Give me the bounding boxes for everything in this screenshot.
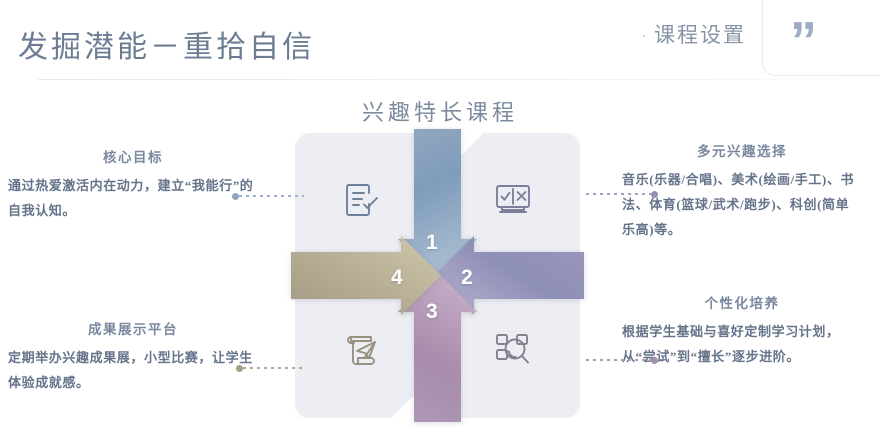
bullet-icon: ·	[641, 28, 648, 43]
block-body: 根据学生基础与喜好定制学习计划，从“尝试”到“擅长”逐步进阶。	[622, 324, 840, 364]
segment-number-3: 3	[426, 300, 438, 323]
header-subtitle-label: 课程设置	[654, 23, 746, 47]
header-subtitle: · 课程设置	[642, 19, 746, 49]
scroll-paper-plane-icon	[340, 329, 384, 373]
block-body: 通过热爱激活内在动力，建立“我能行”的自我认知。	[8, 178, 254, 218]
segment-number-4: 4	[391, 266, 403, 289]
connector-dot	[232, 192, 239, 200]
document-checklist-icon	[340, 178, 384, 222]
block-body: 音乐(乐器/合唱)、美术(绘画/手工)、书法、体育(篮球/武术/跑步)、科创(简…	[622, 172, 855, 237]
block-heading: 成果展示平台	[88, 322, 178, 337]
text-block-showcase-platform: 成果展示平台 定期举办兴趣成果展，小型比赛，让学生体验成就感。	[8, 318, 258, 395]
blocks-magnifier-icon	[491, 329, 535, 373]
connector-dot	[236, 364, 243, 372]
segment-number-2: 2	[461, 266, 473, 289]
header-divider	[38, 79, 880, 80]
connector-bottom-left	[236, 364, 302, 372]
arrow-segment-4[interactable]	[291, 236, 441, 315]
pinwheel-diagram: 1 2 3 4	[291, 129, 584, 422]
quote-mark-icon: ”	[790, 11, 817, 71]
connector-dashes	[586, 193, 651, 195]
block-heading: 核心目标	[103, 150, 163, 165]
arrow-segment-1[interactable]	[398, 129, 477, 279]
diagram-title: 兴趣特长课程	[361, 100, 518, 125]
text-block-personalized-training: 个性化培养 根据学生基础与喜好定制学习计划，从“尝试”到“擅长”逐步进阶。	[622, 292, 862, 369]
block-heading: 多元兴趣选择	[697, 144, 787, 159]
segment-number-1: 1	[426, 231, 438, 254]
connector-bottom-right	[586, 356, 658, 364]
monitor-check-cross-icon	[491, 178, 535, 222]
arrow-segment-3[interactable]	[398, 272, 477, 422]
connector-top-left	[232, 192, 304, 200]
connector-top-right	[586, 190, 658, 198]
connector-dashes	[243, 367, 302, 369]
quote-decoration-box	[762, 0, 880, 76]
arrow-segment-2[interactable]	[434, 236, 584, 315]
connector-dot	[651, 356, 658, 364]
connector-dashes	[586, 359, 651, 361]
connector-dashes	[239, 195, 304, 197]
page-title: 发掘潜能－重拾自信	[18, 31, 315, 64]
text-block-core-goal: 核心目标 通过热爱激活内在动力，建立“我能行”的自我认知。	[8, 146, 258, 223]
text-block-diverse-interests: 多元兴趣选择 音乐(乐器/合唱)、美术(绘画/手工)、书法、体育(篮球/武术/跑…	[622, 140, 862, 242]
block-heading: 个性化培养	[704, 296, 780, 311]
connector-dot	[651, 190, 658, 198]
block-body: 定期举办兴趣成果展，小型比赛，让学生体验成就感。	[8, 350, 253, 390]
